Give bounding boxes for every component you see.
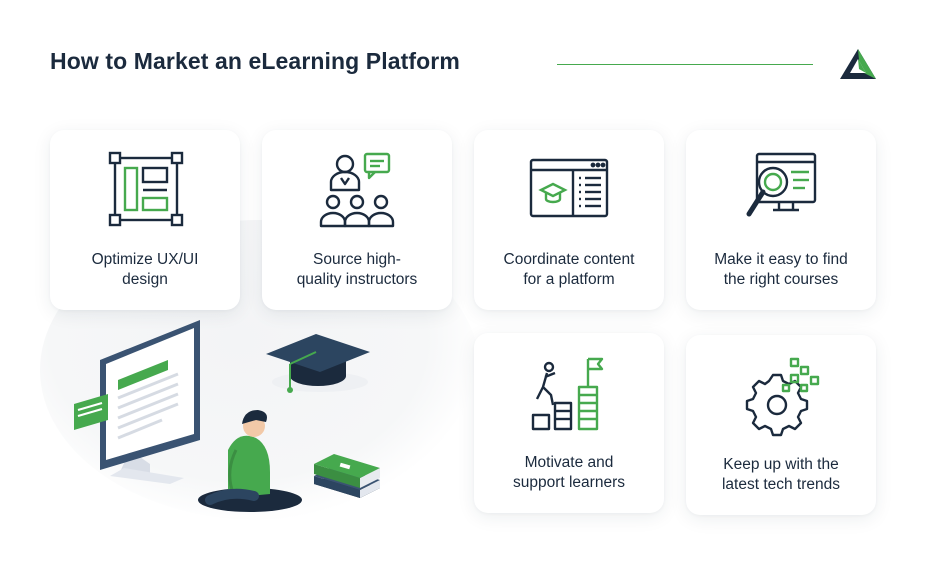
course-window-icon (529, 158, 609, 218)
monitor-illustration (74, 320, 200, 484)
instructor-audience-icon (319, 152, 395, 228)
elearning-illustration (74, 320, 380, 512)
graduation-cap-illustration (266, 334, 370, 393)
page-title: How to Market an eLearning Platform (50, 48, 460, 74)
magnifier-monitor-icon (746, 152, 817, 217)
card-instructors: Source high-quality instructors (262, 130, 452, 310)
climbing-goal-icon (531, 357, 604, 431)
card-instructors-label: Source high-quality instructors (296, 251, 418, 288)
layout-wireframe-icon (108, 151, 184, 227)
books-illustration (314, 454, 380, 498)
title-divider (557, 64, 813, 65)
brand-logo-icon (840, 49, 876, 79)
gear-pixels-icon (745, 357, 820, 437)
student-illustration (198, 410, 302, 512)
